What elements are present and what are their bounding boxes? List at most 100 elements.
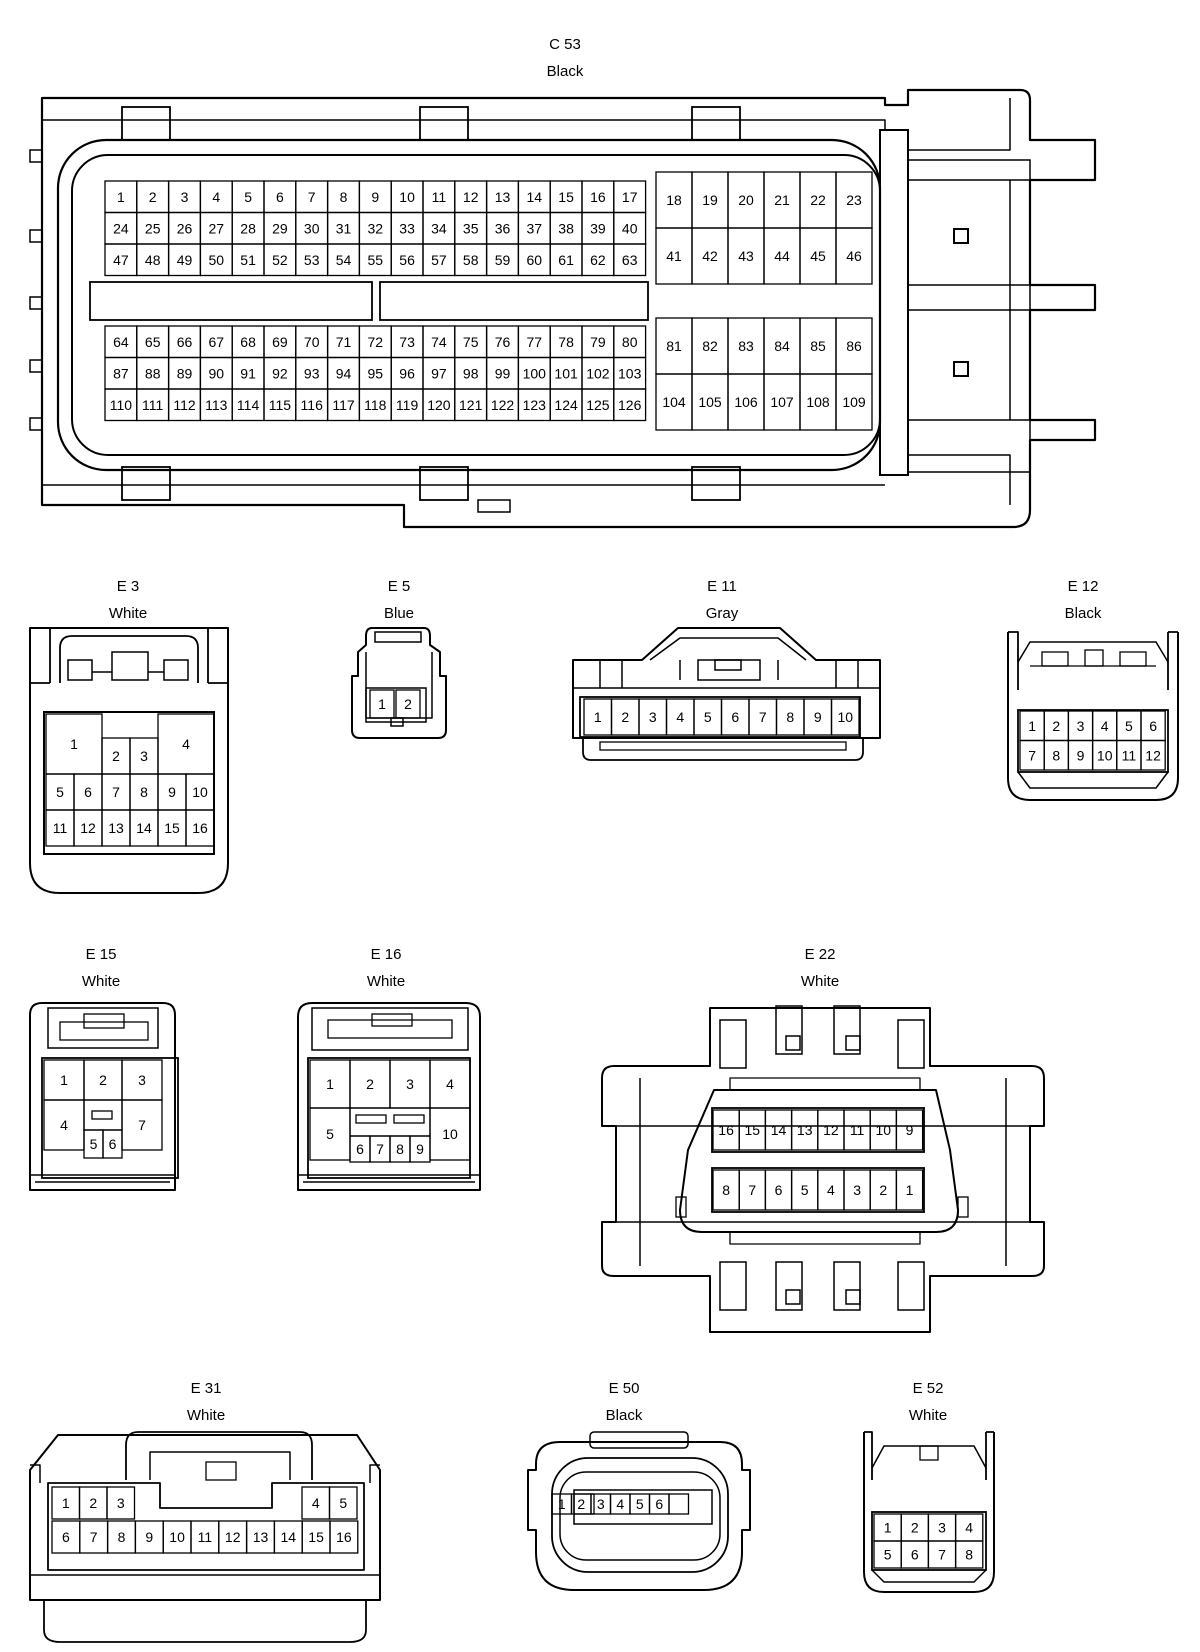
outline: [711, 1167, 925, 1213]
pin-number: 9: [145, 1529, 153, 1545]
pin-number: 8: [722, 1182, 730, 1198]
outline: [729, 1077, 921, 1090]
pin-number: 57: [431, 252, 447, 268]
outline: [163, 659, 189, 681]
pin-number: 5: [1125, 718, 1133, 734]
e22-face: [679, 1089, 959, 1233]
pin-number: 13: [495, 189, 511, 205]
outline: [871, 1569, 987, 1583]
outline: [41, 1057, 179, 1179]
pin-number: 26: [177, 220, 193, 236]
pin-number: 12: [1145, 747, 1161, 763]
pin-cell: [668, 1493, 690, 1515]
pin-number: 6: [731, 709, 739, 725]
outline: [897, 1261, 925, 1311]
pin-number: 51: [240, 252, 256, 268]
outline: [149, 1451, 291, 1480]
outline: [30, 1464, 380, 1483]
e31-id: E 31: [190, 1380, 222, 1397]
e5-housing: [351, 627, 447, 739]
outline: [1017, 709, 1169, 773]
pin-number: 27: [209, 220, 225, 236]
pin-number: 10: [1097, 747, 1113, 763]
pin-number: 64: [113, 334, 129, 350]
pin-number: 25: [145, 220, 161, 236]
pin-number: 70: [304, 334, 320, 350]
outline: [30, 628, 228, 684]
pin-number: 5: [884, 1547, 892, 1563]
pin-number: 16: [192, 820, 208, 836]
pin-number: 113: [205, 397, 228, 413]
outline: [573, 1493, 595, 1515]
outline: [679, 660, 779, 680]
pin-number: 112: [173, 397, 196, 413]
outline: [111, 651, 149, 681]
pin-number: 102: [586, 365, 610, 381]
pin-number: 50: [209, 252, 225, 268]
outline: [953, 361, 969, 377]
pin-number: 63: [622, 252, 638, 268]
pin-number: 7: [759, 709, 767, 725]
pin-number: 4: [182, 736, 190, 752]
outline: [785, 1289, 801, 1305]
pin-cell: [429, 1107, 471, 1161]
pin-number: 7: [112, 784, 120, 800]
outline: [47, 1007, 159, 1049]
e15-id: E 15: [85, 946, 117, 963]
pin-number: 14: [281, 1529, 297, 1545]
pin-number: 1: [884, 1520, 892, 1536]
outline: [1041, 651, 1069, 667]
outline: [355, 1114, 387, 1124]
pin-number: 32: [368, 220, 384, 236]
e52-housing: [863, 1432, 995, 1593]
outline: [919, 1445, 939, 1461]
e12-id: E 12: [1067, 578, 1099, 595]
pin-number: 2: [99, 1072, 107, 1088]
e12-housing: [1007, 632, 1179, 801]
outline: [43, 711, 215, 855]
pin-number: 1: [594, 709, 602, 725]
outline: [29, 359, 43, 373]
outline: [91, 1110, 113, 1120]
outline: [616, 1125, 1030, 1223]
pin-cell: [185, 809, 215, 847]
pin-number: 6: [655, 1496, 663, 1512]
pin-number: 6: [276, 189, 284, 205]
pin-number: 2: [911, 1520, 919, 1536]
pin-cell: [895, 1169, 924, 1211]
pin-number: 81: [666, 338, 682, 354]
pin-number: 105: [698, 394, 722, 410]
pin-number: 2: [879, 1182, 887, 1198]
pin-cell: [121, 1099, 163, 1151]
pin-number: 7: [90, 1529, 98, 1545]
c53-color: Black: [546, 63, 584, 80]
pin-number: 9: [906, 1122, 914, 1138]
outline: [871, 1511, 987, 1571]
e50-housing: [527, 1441, 751, 1591]
outline: [599, 660, 859, 688]
outline: [579, 696, 861, 738]
outline: [675, 1196, 687, 1218]
pin-cell: [102, 1129, 123, 1159]
outline: [67, 659, 93, 681]
outline: [559, 1471, 721, 1561]
pin-number: 5: [339, 1495, 347, 1511]
outline: [908, 98, 1011, 151]
e3-housing: [29, 627, 229, 894]
outline: [719, 1019, 747, 1069]
outline: [29, 229, 43, 243]
pin-number: 9: [814, 709, 822, 725]
e22-housing: [601, 1007, 1045, 1333]
outline: [714, 659, 742, 671]
pin-number: 12: [225, 1529, 241, 1545]
outline: [365, 687, 427, 723]
pin-number: 14: [527, 189, 543, 205]
outline: [205, 1461, 237, 1481]
pin-number: 2: [577, 1496, 585, 1512]
e3-color: White: [108, 605, 148, 622]
pin-cell: [369, 689, 395, 719]
pin-number: 99: [495, 365, 511, 381]
e5-id: E 5: [387, 578, 411, 595]
